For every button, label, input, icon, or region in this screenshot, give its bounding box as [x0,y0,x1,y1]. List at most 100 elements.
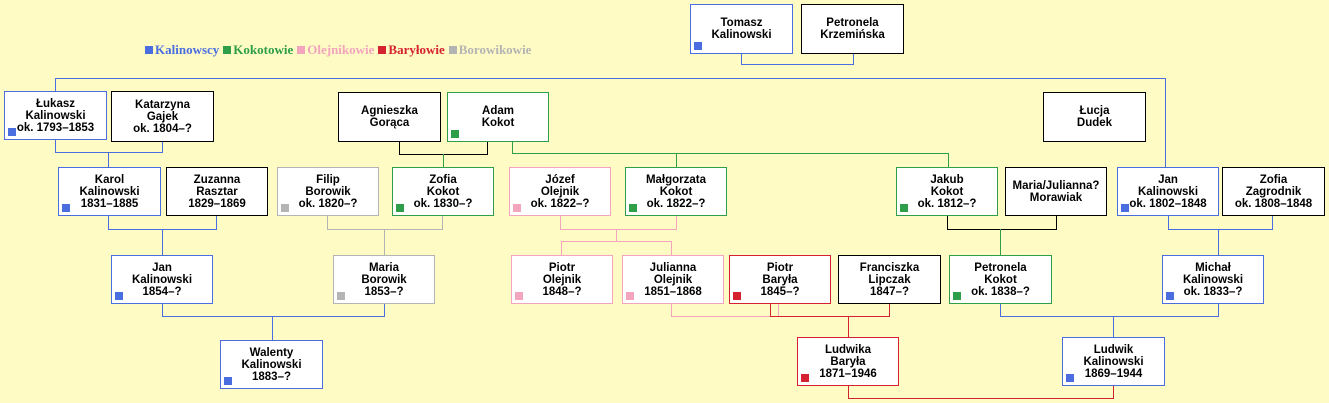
person-text-line: Kalinowski [241,358,302,371]
person-box-maria-morawiak: Maria/Julianna?Morawiak [1005,167,1107,216]
descent-line-tomasz-children [55,78,1166,167]
person-text-line: Kokot [659,185,693,198]
person-text-line: Katarzyna [135,98,190,111]
family-marker-icon [451,130,459,138]
person-text-line: Małgorzata [645,173,707,186]
legend-swatch-icon [145,46,153,54]
person-text-line: 1869–1944 [1084,367,1143,380]
person-text-line: Krzemińska [820,29,885,41]
person-text-line: Michał [1195,261,1231,274]
person-text-line: Łukasz [36,97,75,110]
couple-line-jakub-maria [947,216,1057,230]
legend-label: Kalinowscy [155,42,220,57]
person-text-line: ok. 1820–? [298,197,358,210]
family-marker-icon [224,377,232,385]
family-marker-icon [513,204,521,212]
person-text-line: ok. 1812–? [917,197,977,210]
person-text-line: Petronela [974,261,1027,274]
couple-line-julianna-piotr [671,304,779,317]
family-marker-icon [396,204,404,212]
legend-label: Borowikowie [458,42,532,57]
person-text-line: ok. 1808–1848 [1234,197,1313,210]
person-text-line: 1847–? [869,285,909,298]
couple-line-ludwika-ludwik [848,386,1114,399]
person-text-line: Ludwik [1093,343,1134,356]
family-marker-icon [733,292,741,300]
family-marker-icon [115,292,123,300]
person-text-line: 1883–? [251,370,291,383]
family-marker-icon [337,292,345,300]
person-text-line: Tomasz [720,17,763,29]
couple-line-petronela-michal [1000,304,1219,317]
person-text-line: 1853–? [364,285,404,298]
person-text-line: Gorąca [369,117,410,129]
family-marker-icon [694,42,702,50]
person-text-line: ok. 1804–? [133,122,192,135]
person-text-line: ok. 1838–? [971,285,1030,298]
person-text-line: Kalinowski [25,109,86,122]
person-text-line: Olejnik [540,185,580,198]
couple-line-filip-zofia [327,216,443,230]
family-marker-icon [1066,374,1074,382]
person-text-line: Borowik [361,273,407,286]
person-text-line: Olejnik [653,273,693,286]
person-text-line: ok. 1830–? [413,197,473,210]
person-text-line: Walenty [249,346,294,359]
person-text-line: Morawiak [1029,191,1083,204]
person-text-line: 1851–1868 [644,285,702,298]
legend-swatch-icon [297,46,306,54]
legend-item-olejnikowie: Olejnikowie [297,42,374,58]
person-text-line: ok. 1802–1848 [1129,197,1207,210]
person-text-line: Adam [482,105,514,117]
person-text-line: 1845–? [760,285,800,298]
person-text-line: 1831–1885 [80,197,139,210]
person-text-line: Zagrodnik [1245,185,1302,198]
person-text-line: Petronela [826,17,879,29]
legend-label: Baryłowie [388,42,445,57]
person-text-line: 1871–1946 [819,367,877,380]
person-text-line: 1848–? [542,285,582,298]
couple-line-karol-zuzanna [108,216,217,230]
legend-label: Olejnikowie [307,42,375,57]
person-text-line: ok. 1833–? [1183,285,1243,298]
descent-line-adam-children [512,142,949,167]
couple-line-jan-maria [162,304,385,317]
family-marker-icon [62,204,70,212]
person-text-line: Kokot [930,185,964,198]
legend-swatch-icon [378,46,387,54]
person-text-line: Kokot [984,273,1017,286]
person-text-line: Agnieszka [361,105,418,117]
person-text-line: Jakub [930,173,964,186]
person-text-line: 1829–1869 [188,197,246,210]
person-text-line: ok. 1793–1853 [16,121,95,134]
legend-swatch-icon [223,46,232,54]
family-marker-icon [801,374,809,382]
legend-item-kalinowscy: Kalinowscy [145,42,219,58]
person-text-line: Kalinowski [1137,185,1199,198]
person-text-line: ok. 1822–? [646,197,706,210]
person-text-line: Kalinowski [79,185,140,198]
couple-line-jan-zofia [1168,216,1273,230]
person-text-line: Kalinowski [711,29,772,41]
family-marker-icon [629,204,637,212]
person-text-line: Kalinowski [131,273,193,286]
family-marker-icon [626,292,634,300]
person-text-line: Lipczak [868,273,911,286]
person-text-line: Kokot [426,185,460,198]
